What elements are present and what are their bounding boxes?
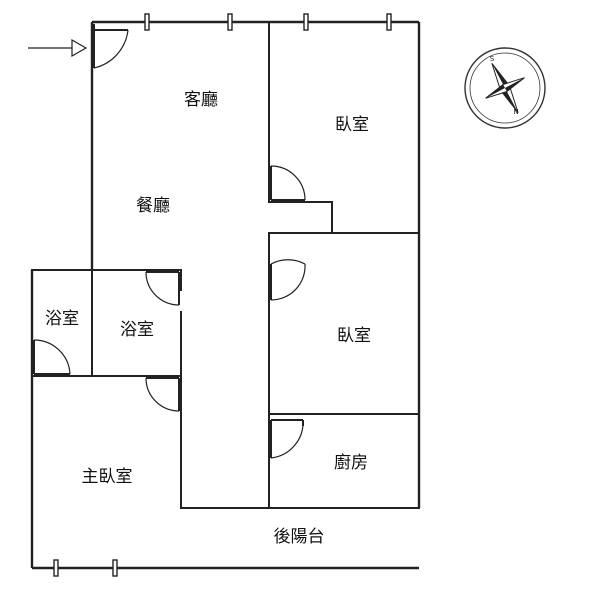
room-label-living-room: 客廳 xyxy=(184,90,218,110)
entrance-door[interactable] xyxy=(93,24,129,69)
window-top-4 xyxy=(386,13,392,31)
room-label-kitchen: 廚房 xyxy=(334,452,368,473)
room-label-master-bedroom: 主臥室 xyxy=(82,467,133,487)
room-label-bedroom-lower: 臥室 xyxy=(337,326,371,346)
bathroom-left-door[interactable] xyxy=(33,339,71,375)
room-label-bathroom-left: 浴室 xyxy=(45,309,79,329)
master-bedroom-door[interactable] xyxy=(145,377,180,412)
bedroom-lower-door[interactable] xyxy=(270,259,306,301)
window-top-1 xyxy=(144,13,150,31)
room-label-rear-balcony: 後陽台 xyxy=(274,527,325,547)
entry-arrow-icon xyxy=(28,38,88,58)
room-label-bathroom-right: 浴室 xyxy=(120,320,154,340)
room-labels: 客廳 餐廳 臥室 臥室 浴室 浴室 主臥室 廚房 後陽台 xyxy=(45,90,371,547)
bedroom-upper-door[interactable] xyxy=(270,165,306,201)
compass-letter-north: N xyxy=(513,108,518,116)
compass-icon: S N xyxy=(464,47,546,129)
compass-letter-south: S xyxy=(490,55,495,63)
window-bottom-2 xyxy=(112,559,118,577)
walls xyxy=(30,20,421,570)
window-top-3 xyxy=(303,13,309,31)
room-label-dining-room: 餐廳 xyxy=(136,196,170,216)
room-label-bedroom-upper: 臥室 xyxy=(335,115,369,135)
kitchen-door[interactable] xyxy=(270,419,304,459)
bathroom-right-door[interactable] xyxy=(145,271,180,306)
doors xyxy=(33,24,306,459)
windows xyxy=(53,13,392,577)
window-top-2 xyxy=(227,13,233,31)
window-bottom-1 xyxy=(53,559,59,577)
